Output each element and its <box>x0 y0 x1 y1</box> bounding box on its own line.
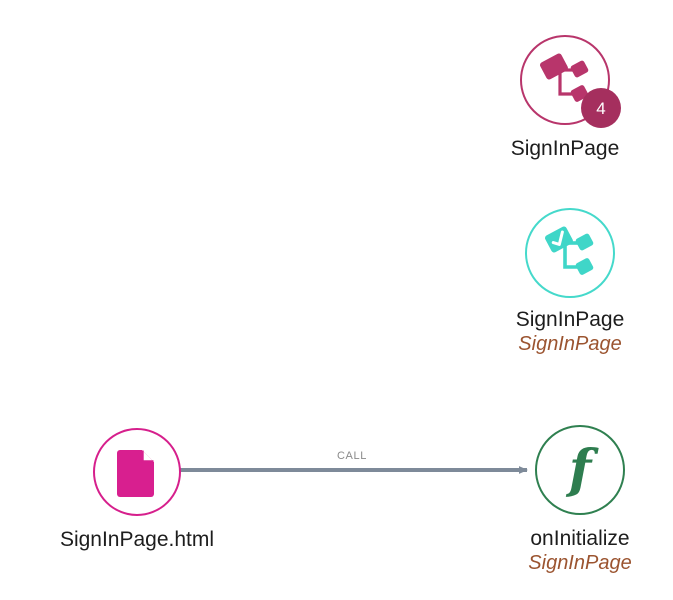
node-icon-circle[interactable] <box>93 428 181 516</box>
node-signinpage-component[interactable]: SignInPage SignInPage <box>460 208 673 356</box>
document-icon <box>116 447 158 497</box>
node-icon-circle[interactable]: 4 <box>520 35 621 128</box>
node-sublabel: SignInPage <box>528 552 632 575</box>
node-label: SignInPage <box>510 137 620 160</box>
node-icon-circle[interactable]: f <box>535 425 625 515</box>
node-label: SignInPage <box>515 308 625 331</box>
node-label: onInitialize <box>530 527 630 550</box>
node-signinpage-component-group[interactable]: 4 SignInPage <box>455 35 673 161</box>
component-check-icon <box>543 226 597 279</box>
node-sublabel: SignInPage <box>518 333 622 356</box>
edge-call-label: CALL <box>337 450 367 462</box>
node-icon-circle[interactable] <box>525 208 615 298</box>
node-badge-count: 4 <box>581 88 621 128</box>
node-oninitialize-function[interactable]: f onInitialize SignInPage <box>470 425 673 575</box>
node-signinpage-html-file[interactable]: SignInPage.html <box>27 428 247 552</box>
component-tree-icon <box>538 53 592 106</box>
function-icon: f <box>568 439 592 500</box>
node-label: SignInPage.html <box>59 528 215 551</box>
